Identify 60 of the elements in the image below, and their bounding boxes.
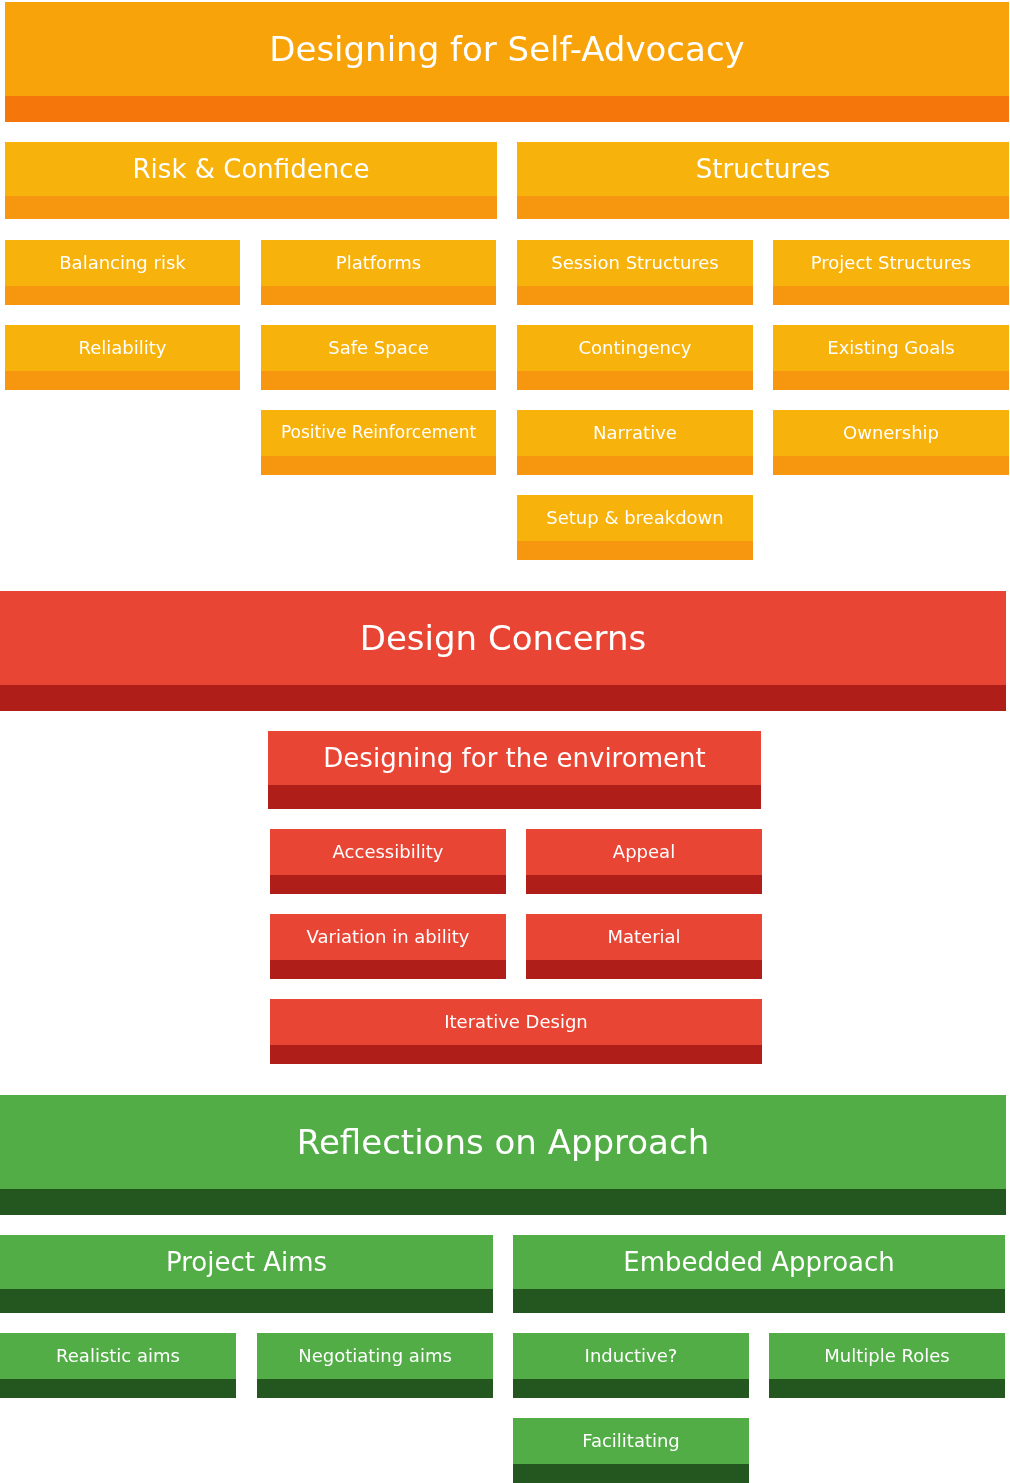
- topic-box: [257, 1333, 493, 1398]
- category-box: [5, 2, 1009, 122]
- topic-label: Setup & breakdown: [546, 506, 724, 530]
- topic-box: [517, 325, 753, 390]
- category-box: [268, 731, 761, 809]
- category-heading: Risk & Confidence: [132, 152, 370, 186]
- topic-box: [513, 1333, 749, 1398]
- topic-box: [0, 1333, 236, 1398]
- topic-box: [773, 325, 1009, 390]
- topic-box: [5, 240, 240, 305]
- topic-box: [270, 999, 762, 1064]
- category-heading: Structures: [695, 152, 831, 186]
- topic-box: [517, 410, 753, 475]
- topic-box: [5, 325, 240, 390]
- topic-label: Narrative: [593, 421, 677, 445]
- topic-label: Positive Reinforcement: [280, 422, 477, 445]
- category-box: [5, 142, 497, 219]
- topic-label: Existing Goals: [827, 336, 955, 360]
- topic-box: [261, 325, 496, 390]
- topic-box: [773, 410, 1009, 475]
- topic-box: [526, 829, 762, 894]
- category-heading: Reflections on Approach: [296, 1120, 710, 1164]
- topic-label: Realistic aims: [56, 1344, 180, 1368]
- topic-label: Material: [607, 925, 681, 949]
- topic-label: Contingency: [578, 336, 692, 360]
- category-heading: Embedded Approach: [623, 1245, 895, 1279]
- topic-box: [513, 1418, 749, 1483]
- topic-label: Balancing risk: [59, 251, 186, 275]
- topic-box: [270, 829, 506, 894]
- topic-label: Multiple Roles: [824, 1344, 950, 1368]
- topic-box: [517, 240, 753, 305]
- category-heading: Designing for the enviroment: [323, 741, 706, 775]
- topic-label: Variation in ability: [306, 925, 470, 949]
- topic-label: Negotiating aims: [298, 1344, 452, 1368]
- topic-label: Session Structures: [551, 251, 719, 275]
- category-box: [0, 1095, 1006, 1215]
- topic-label: Reliability: [78, 336, 167, 360]
- topic-box: [517, 495, 753, 560]
- topic-box: [261, 240, 496, 305]
- topic-box: [773, 240, 1009, 305]
- topic-label: Project Structures: [810, 251, 972, 275]
- topic-label: Appeal: [612, 840, 676, 864]
- topic-box: [769, 1333, 1005, 1398]
- category-heading: Design Concerns: [359, 616, 647, 660]
- topic-box: [526, 914, 762, 979]
- topic-box: [261, 410, 496, 475]
- topic-label: Accessibility: [332, 840, 444, 864]
- topic-label: Safe Space: [328, 336, 429, 360]
- category-box: [0, 1235, 493, 1313]
- topic-label: Platforms: [335, 251, 422, 275]
- topic-label: Inductive?: [584, 1344, 678, 1368]
- topic-label: Ownership: [843, 421, 939, 445]
- topic-box: [270, 914, 506, 979]
- category-box: [513, 1235, 1005, 1313]
- category-box: [517, 142, 1009, 219]
- topic-label: Iterative Design: [444, 1010, 588, 1034]
- topic-label: Facilitating: [582, 1429, 680, 1453]
- category-heading: Project Aims: [165, 1245, 328, 1279]
- category-heading: Designing for Self-Advocacy: [269, 27, 745, 71]
- category-box: [0, 591, 1006, 711]
